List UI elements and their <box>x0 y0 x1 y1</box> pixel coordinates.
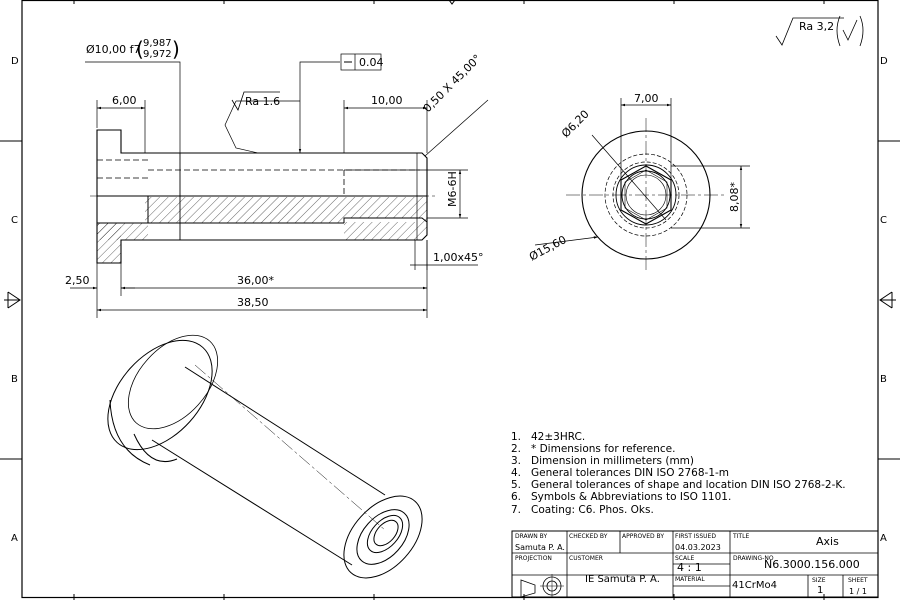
title-block-grid <box>511 530 879 598</box>
first-issued-value: 04.03.2023 <box>675 543 721 552</box>
head-step-dimension: 2,50 <box>65 274 90 287</box>
total-length-dimension: 38,50 <box>237 296 269 309</box>
sheet-label: SHEET <box>848 577 868 584</box>
zone-label-left-c: C <box>11 215 18 226</box>
zone-label-right-d: D <box>880 56 888 67</box>
first-issued-label: FIRST ISSUED <box>675 533 716 540</box>
tolerance-lower: 9,972 <box>143 49 172 60</box>
zone-label-right-b: B <box>880 374 887 385</box>
tolerance-upper: 9,987 <box>143 38 172 49</box>
material-value: 41CrMo4 <box>732 580 777 591</box>
sheet-value: 1 / 1 <box>849 587 867 596</box>
front-end-view <box>566 118 726 270</box>
customer-label: CUSTOMER <box>569 555 603 562</box>
head-length-dimension: 6,00 <box>112 94 137 107</box>
tolerance-bracket-close: ) <box>172 37 180 61</box>
scale-label: SCALE <box>675 555 695 562</box>
tolerance-bracket: ( <box>136 37 144 61</box>
general-roughness-label: Ra 3,2 <box>799 20 835 33</box>
isometric-view <box>107 334 423 579</box>
drawn-by-label: DRAWN BY <box>515 533 548 540</box>
note-item: 2.* Dimensions for reference. <box>511 443 676 456</box>
thread-dimension: M6-6H <box>446 171 459 207</box>
zone-label-left-d: D <box>11 56 19 67</box>
scale-value: 4 : 1 <box>677 561 702 574</box>
reference-length-dimension: 36,00* <box>237 274 274 287</box>
zone-label-left-a: A <box>11 533 18 544</box>
note-item: 4.General tolerances DIN ISO 2768-1-m <box>511 467 730 480</box>
zone-label-left-b: B <box>11 374 18 385</box>
note-item: 3.Dimension in millimeters (mm) <box>511 455 694 468</box>
note-item: 6.Symbols & Abbreviations to ISO 1101. <box>511 491 732 504</box>
drawing-no-label: DRAWING-NO <box>733 555 774 562</box>
material-label: MATERIAL <box>675 576 705 583</box>
approved-by-label: APPROVED BY <box>622 533 665 540</box>
hex-across-dimension: 8,08* <box>728 182 741 212</box>
size-value: 1 <box>817 585 824 596</box>
zone-label-right-a: A <box>880 533 887 544</box>
bottom-chamfer-dimension: 1,00x45° <box>433 251 484 264</box>
title-label: TITLE <box>733 533 750 540</box>
note-item: 1.42±3HRC. <box>511 431 586 443</box>
side-view-dimensions <box>70 53 489 318</box>
projection-label: PROJECTION <box>515 555 552 562</box>
zone-label-right-c: C <box>880 215 887 226</box>
front-view-dimensions <box>534 98 750 246</box>
checked-by-label: CHECKED BY <box>569 533 608 540</box>
thread-length-dimension: 10,00 <box>371 94 403 107</box>
note-item: 5.General tolerances of shape and locati… <box>511 479 846 492</box>
note-item: 7.Coating: C6. Phos. Oks. <box>511 503 654 516</box>
side-section-view <box>90 129 435 264</box>
customer-value: IE Samuta P. A. <box>585 574 660 585</box>
title-value: Axis <box>816 535 839 548</box>
surface-finish-symbols <box>231 15 864 111</box>
size-label: SIZE <box>812 577 826 584</box>
drawn-by-value: Samuta P. A. <box>515 543 565 552</box>
local-roughness-label: Ra 1.6 <box>245 95 281 108</box>
straightness-tolerance: 0.04 <box>359 56 384 69</box>
technical-notes: 1.42±3HRC. 2.* Dimensions for reference.… <box>511 431 846 516</box>
shaft-diameter-dimension: Ø10,00 f7 <box>86 43 141 56</box>
hex-width-dimension: 7,00 <box>634 92 659 105</box>
drawing-no-value: N6.3000.156.000 <box>764 558 860 571</box>
